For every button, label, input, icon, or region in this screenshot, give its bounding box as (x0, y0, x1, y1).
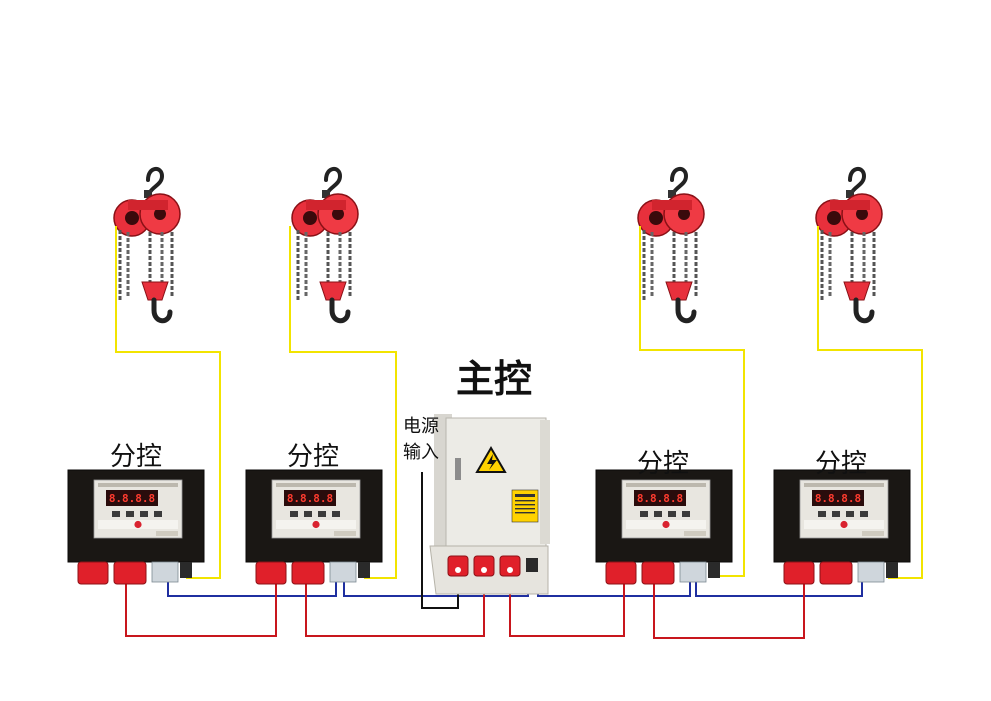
hoist-3 (638, 169, 704, 321)
sub-controller-1: 8.8.8.8 (67, 469, 205, 585)
sub-controller-label-4: 分控 (815, 449, 867, 479)
high-voltage-warning-icon (475, 446, 507, 473)
power-wires (125, 578, 805, 639)
sub-controller-3: 8.8.8.8 (595, 469, 733, 585)
main-controller-label: 主控 (456, 356, 532, 401)
display-readout: 8.8.8.8 (109, 492, 155, 505)
hoist-wires (115, 226, 923, 579)
display-readout: 8.8.8.8 (815, 492, 861, 505)
chain-hoist-icon (114, 169, 180, 321)
hoist-1 (114, 169, 180, 321)
power-input-label-line1: 电源 (403, 416, 439, 437)
power-input-label-line2: 输入 (403, 442, 439, 463)
main-controller-cabinet (429, 414, 550, 595)
sub-controller-label-1: 分控 (110, 442, 162, 472)
hoist-4 (816, 169, 882, 321)
display-readout: 8.8.8.8 (637, 492, 683, 505)
chain-hoist-icon (638, 169, 704, 321)
chain-hoist-icon (292, 169, 358, 321)
sub-controller-2: 8.8.8.8 (245, 469, 383, 585)
sub-controller-label-3: 分控 (637, 449, 689, 479)
chain-hoist-icon (816, 169, 882, 321)
hoist-2 (292, 169, 358, 321)
sub-controller-label-2: 分控 (287, 442, 339, 472)
display-readout: 8.8.8.8 (287, 492, 333, 505)
sub-controller-4: 8.8.8.8 (773, 469, 911, 585)
